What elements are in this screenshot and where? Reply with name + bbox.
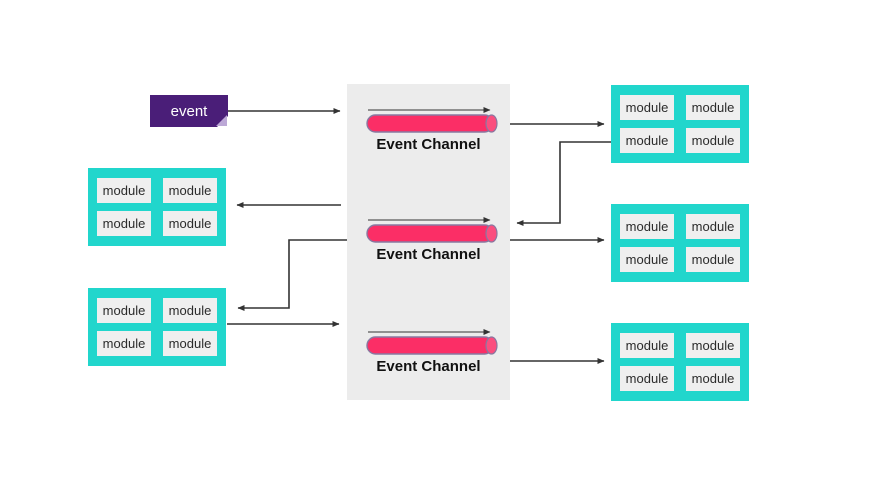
module-cell: module <box>620 247 674 272</box>
event-channel-2-cap <box>485 224 498 243</box>
module-cell: module <box>163 298 217 323</box>
event-channel-1-cap <box>485 114 498 133</box>
event-channel-1-label: Event Channel <box>376 136 481 153</box>
module-cell: module <box>97 178 151 203</box>
arrow-top-right-grid-to-channel-2 <box>516 141 611 226</box>
event-box-folded-corner <box>216 115 227 126</box>
module-cell: module <box>686 247 740 272</box>
event-channel-3-cap <box>485 336 498 355</box>
event-channel-3-label: Event Channel <box>376 358 481 375</box>
event-box-label: event <box>170 102 208 120</box>
module-cell: module <box>97 211 151 236</box>
event-channel-2-cylinder <box>366 224 494 243</box>
arrow-channel-2-to-lower-left-grid <box>237 239 347 311</box>
module-cell: module <box>686 128 740 153</box>
module-cell: module <box>97 331 151 356</box>
module-cell: module <box>97 298 151 323</box>
module-cell: module <box>620 366 674 391</box>
event-box: event <box>150 95 228 127</box>
module-cell: module <box>163 211 217 236</box>
module-cell: module <box>620 128 674 153</box>
module-cell: module <box>163 331 217 356</box>
module-grid-upper-left: module module module module <box>88 168 226 246</box>
event-channel-3-cylinder <box>366 336 494 355</box>
module-grid-lower-left: module module module module <box>88 288 226 366</box>
module-grid-middle-right: module module module module <box>611 204 749 282</box>
module-cell: module <box>620 214 674 239</box>
module-cell: module <box>620 333 674 358</box>
event-channel-1-cylinder <box>366 114 494 133</box>
module-grid-bottom-right: module module module module <box>611 323 749 401</box>
module-cell: module <box>686 366 740 391</box>
module-cell: module <box>686 214 740 239</box>
event-channel-2-label: Event Channel <box>376 246 481 263</box>
module-cell: module <box>686 95 740 120</box>
module-cell: module <box>163 178 217 203</box>
module-cell: module <box>686 333 740 358</box>
module-cell: module <box>620 95 674 120</box>
module-grid-top-right: module module module module <box>611 85 749 163</box>
